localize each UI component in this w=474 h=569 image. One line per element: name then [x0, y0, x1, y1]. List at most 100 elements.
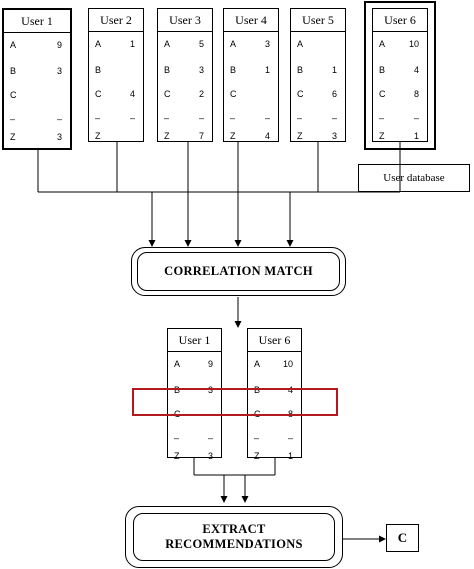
user-card-1-row-key: C — [10, 90, 17, 100]
user-card-1-row-key: B — [10, 66, 17, 76]
matched-card-6-row-value: 1 — [287, 451, 293, 461]
correlation-match-box: CORRELATION MATCH — [137, 252, 340, 291]
user-card-6-row-key: B — [379, 65, 386, 75]
user-card-6-row-value: 4 — [413, 65, 419, 75]
user-card-3-row-key: B — [164, 65, 171, 75]
matched-card-6-row-value: – — [287, 433, 293, 443]
user-card-3-row-key: Z — [164, 131, 170, 141]
user-card-3-row-key: A — [164, 39, 171, 49]
extract-recommendations-frame — [125, 506, 343, 568]
matched-card-1-row-key: A — [174, 359, 181, 369]
user-card-3-row-value: 5 — [198, 39, 204, 49]
user-card-5-row-key: – — [297, 113, 303, 123]
user-card-5-row-value: 6 — [331, 89, 337, 99]
user-card-5-row-key: C — [297, 89, 304, 99]
user-card-2-header: User 2 — [89, 9, 143, 32]
user-card-2-row-value: 1 — [129, 39, 135, 49]
user-card-4-row-key: – — [230, 113, 236, 123]
user-card-6-header: User 6 — [373, 9, 427, 32]
user-card-1-header: User 1 — [4, 10, 70, 33]
user-card-5-row-value: 1 — [331, 65, 337, 75]
extract-label-line1: EXTRACT — [202, 522, 266, 536]
user-database-text: User database — [383, 172, 445, 184]
user-card-3-row-value: – — [198, 113, 204, 123]
user-card-6-row-value: – — [413, 113, 419, 123]
user-card-4-row-value: – — [264, 113, 270, 123]
user-card-4-header: User 4 — [224, 9, 278, 32]
matched-card-6-row-key: A — [254, 359, 261, 369]
matched-card-1-row-value: 3 — [207, 451, 213, 461]
user-card-1-row-value: 3 — [56, 66, 62, 76]
matched-card-6-row-key: Z — [254, 451, 260, 461]
user-card-1-row-key: Z — [10, 132, 16, 142]
matched-card-1-header: User 1 — [168, 329, 221, 352]
user-card-5-row-key: B — [297, 65, 304, 75]
user-card-2-row-key: A — [95, 39, 102, 49]
correlation-match-frame — [131, 247, 346, 296]
user-card-2-row-key: C — [95, 89, 102, 99]
user-card-2-row-key: Z — [95, 131, 101, 141]
matched-card-1-row-value: 9 — [207, 359, 213, 369]
extract-recommendations-box: EXTRACT RECOMMENDATIONS — [133, 513, 335, 561]
matched-card-1-row-key: – — [174, 433, 180, 443]
user-card-3-row-key: – — [164, 113, 170, 123]
user-card-6-row-key: C — [379, 89, 386, 99]
user-card-3-row-value: 3 — [198, 65, 204, 75]
user-card-5-row-value: 3 — [331, 131, 337, 141]
user-card-2-row-key: B — [95, 65, 102, 75]
user-card-1-row-value: 9 — [56, 40, 62, 50]
user-card-4-row-key: B — [230, 65, 237, 75]
matched-card-1-row-value: 3 — [207, 385, 213, 395]
user-card-3-header: User 3 — [158, 9, 212, 32]
result-label: C — [397, 530, 408, 545]
user-card-6-row-value: 8 — [413, 89, 419, 99]
matched-card-6-row-value: 4 — [287, 385, 293, 395]
user-card-6-row-value: 1 — [413, 131, 419, 141]
user-card-4-row-value: 3 — [264, 39, 270, 49]
user-card-5-row-value: – — [331, 113, 337, 123]
user-card-4-row-key: C — [230, 89, 237, 99]
user-card-2-row-value: 4 — [129, 89, 135, 99]
user-card-3-row-value: 2 — [198, 89, 204, 99]
matched-card-1-row-key: Z — [174, 451, 180, 461]
extract-label-line2: RECOMMENDATIONS — [165, 537, 303, 551]
user-card-1-row-key: – — [10, 114, 16, 124]
matched-card-6-row-key: – — [254, 433, 260, 443]
correlation-match-label: CORRELATION MATCH — [164, 264, 313, 278]
user-card-2-row-value: – — [129, 113, 135, 123]
user-card-5-row-key: Z — [297, 131, 303, 141]
user-card-2-row-key: – — [95, 113, 101, 123]
user-card-6-row-key: – — [379, 113, 385, 123]
user-card-6-row-value: 10 — [408, 39, 419, 49]
matched-card-6-row-value: 10 — [282, 359, 293, 369]
user-database-label: User database — [358, 164, 470, 192]
user-card-1-row-value: – — [56, 114, 62, 124]
matched-card-6-header: User 6 — [248, 329, 301, 352]
user-card-3-row-value: 7 — [198, 131, 204, 141]
matched-card-6-row-key: B — [254, 385, 261, 395]
user-card-6-row-key: A — [379, 39, 386, 49]
user-card-5-row-key: A — [297, 39, 304, 49]
row-c-highlight — [132, 388, 338, 416]
result-box: C — [386, 524, 419, 552]
user-card-4-row-key: A — [230, 39, 237, 49]
user-card-5-header: User 5 — [291, 9, 345, 32]
user-card-6-frame — [364, 1, 436, 150]
user-card-1-row-key: A — [10, 40, 17, 50]
user-card-6-row-key: Z — [379, 131, 385, 141]
user-card-3-row-key: C — [164, 89, 171, 99]
user-card-4-row-value: 1 — [264, 65, 270, 75]
matched-card-1-row-value: – — [207, 433, 213, 443]
user-card-1-row-value: 3 — [56, 132, 62, 142]
user-card-4-row-key: Z — [230, 131, 236, 141]
matched-card-1-row-key: B — [174, 385, 181, 395]
